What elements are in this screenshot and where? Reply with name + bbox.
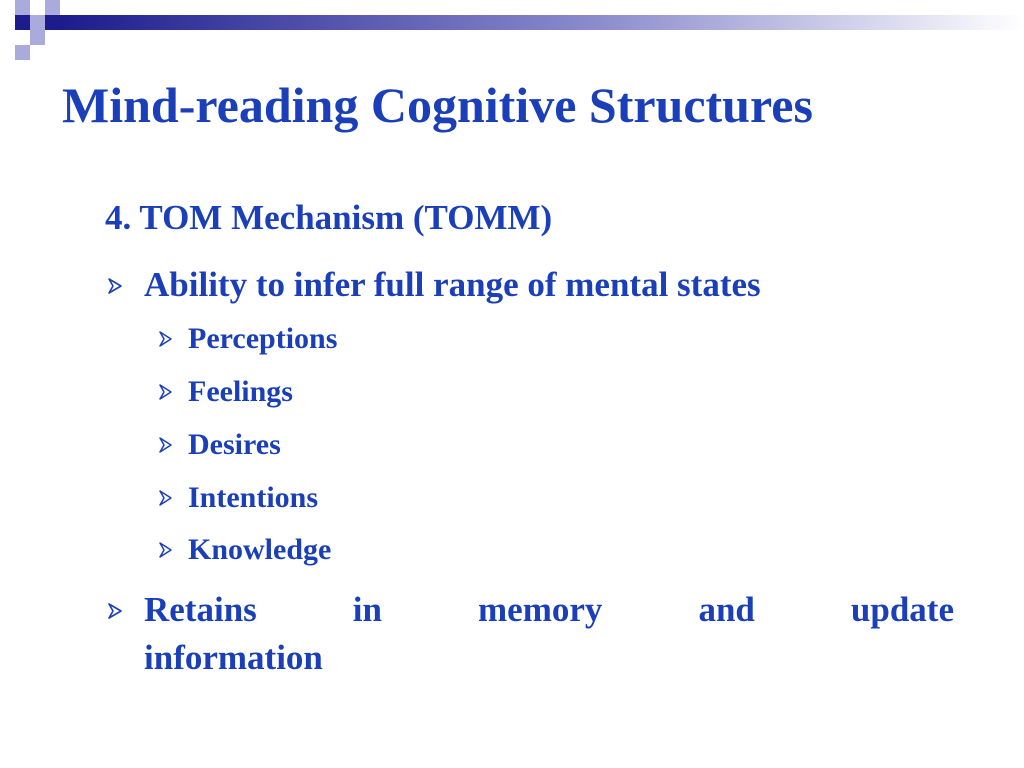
bullet-item: Retains in memory and update information — [106, 586, 954, 682]
bullet-text-line: information — [144, 638, 323, 677]
sub-bullet-text: Feelings — [188, 375, 293, 408]
slide-title: Mind-reading Cognitive Structures — [62, 77, 813, 133]
sub-bullet-item: Knowledge — [158, 530, 331, 570]
header-decoration — [0, 0, 1024, 60]
sub-bullet-text: Desires — [188, 428, 281, 461]
bullet-text: Ability to infer full range of mental st… — [144, 265, 761, 304]
sub-bullet-text: Knowledge — [188, 533, 332, 566]
bullet-item: Ability to infer full range of mental st… — [106, 262, 761, 308]
arrow-bullet-icon — [158, 383, 188, 401]
sub-bullet-item: Desires — [158, 425, 281, 465]
arrow-bullet-icon — [158, 436, 188, 454]
slide-subtitle: 4. TOM Mechanism (TOMM) — [105, 198, 553, 237]
bullet-text: Retains in memory and update information — [144, 586, 954, 682]
arrow-bullet-icon — [106, 601, 144, 621]
sub-bullet-item: Perceptions — [158, 319, 337, 359]
arrow-bullet-icon — [158, 489, 188, 507]
sub-bullet-text: Perceptions — [188, 322, 338, 355]
sub-bullet-item: Feelings — [158, 372, 293, 412]
arrow-bullet-icon — [106, 276, 144, 296]
bullet-text-line: Retains in memory and update — [144, 590, 954, 629]
sub-bullet-item: Intentions — [158, 478, 318, 518]
arrow-bullet-icon — [158, 541, 188, 559]
sub-bullet-text: Intentions — [188, 481, 319, 514]
arrow-bullet-icon — [158, 330, 188, 348]
